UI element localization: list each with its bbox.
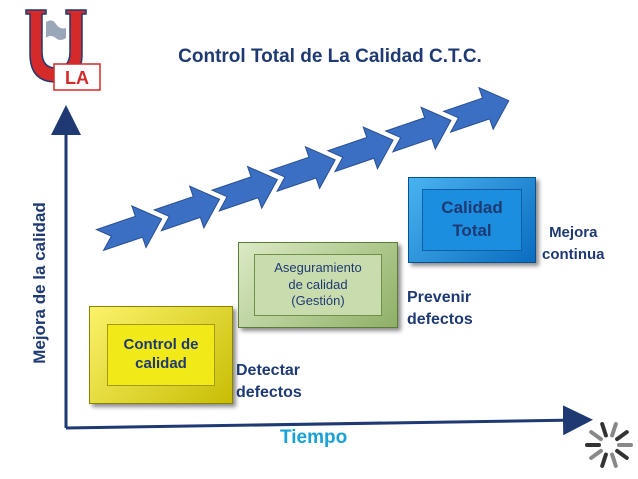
step-label-line: Control de: [123, 336, 199, 354]
spinner-ray: [610, 422, 618, 438]
spinner-ray: [600, 422, 608, 438]
step-control-face: Control de calidad: [107, 324, 215, 386]
spinner-ray: [615, 430, 629, 442]
rising-arrow-2: [152, 185, 221, 232]
spinner-ray: [589, 448, 603, 460]
step-label-line: (Gestión): [291, 293, 345, 309]
spinner-ray: [600, 452, 608, 468]
utla-logo-lettering: LA: [65, 68, 89, 88]
rising-arrow-5: [326, 126, 394, 173]
page-title: Control Total de La Calidad C.T.C.: [178, 46, 482, 67]
step-label-line: Total: [452, 221, 492, 240]
spinner-icon: [585, 422, 633, 468]
rising-arrow-7: [442, 86, 510, 134]
step-aseguramiento-face: Aseguramiento de calidad (Gestión): [254, 254, 382, 316]
note-mejora-continua: Mejora continua: [542, 222, 605, 266]
step-aseguramiento-de-calidad: Aseguramiento de calidad (Gestión): [238, 242, 398, 328]
rising-arrow-4: [268, 145, 336, 193]
spinner-ray: [610, 452, 618, 468]
spinner-ray: [589, 430, 603, 442]
x-axis-label: Tiempo: [280, 427, 348, 448]
note-line: defectos: [407, 311, 473, 328]
step-label-line: Calidad: [441, 198, 503, 218]
rising-arrow-6: [384, 106, 452, 153]
rising-arrow-3: [210, 165, 279, 212]
note-line: Prevenir: [407, 289, 472, 306]
note-prevenir-defectos: Prevenir defectos: [407, 287, 473, 331]
utla-logo-mark: LA: [25, 9, 101, 91]
note-detectar-defectos: Detectar defectos: [236, 360, 302, 404]
step-calidad-total-face: Calidad Total: [422, 189, 522, 251]
spinner-ray: [615, 448, 629, 460]
x-axis-line: [65, 405, 593, 436]
step-label-line: Aseguramiento: [274, 259, 362, 275]
note-line: continua: [542, 246, 605, 263]
note-line: Mejora: [549, 224, 598, 241]
note-line: Detectar: [236, 362, 301, 379]
utla-logo: LA: [25, 9, 101, 91]
step-calidad-total: Calidad Total: [408, 177, 536, 263]
note-line: defectos: [236, 384, 302, 401]
step-label-line: calidad: [135, 355, 187, 372]
step-label-line: de calidad: [288, 276, 348, 292]
rising-arrow-1: [95, 204, 163, 252]
step-control-de-calidad: Control de calidad: [89, 306, 233, 404]
